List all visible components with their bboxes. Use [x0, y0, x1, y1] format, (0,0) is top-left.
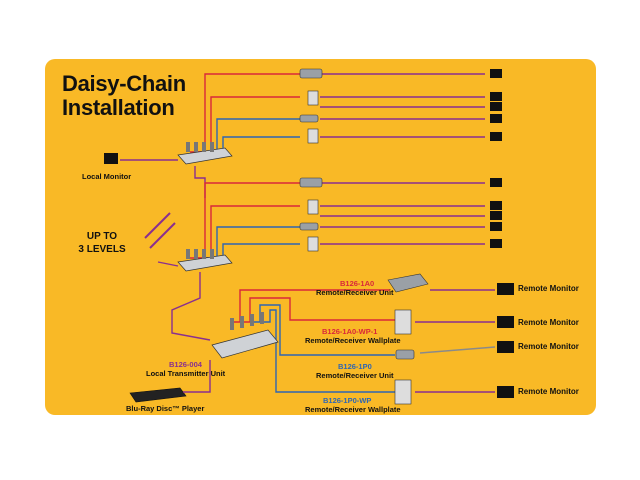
title-line-2: Installation [62, 95, 175, 120]
level-1-devices [299, 68, 323, 144]
receiver-1-model: B126-1A0 [340, 279, 375, 288]
title-line-1: Daisy-Chain [62, 71, 186, 96]
level-2-hub [177, 249, 233, 272]
transmitter-model: B126-004 [169, 360, 202, 369]
receiver-1-name: Remote/Receiver Unit [316, 288, 394, 297]
receiver-3-model: B126-1P0 [338, 362, 372, 371]
remote-devices [387, 273, 429, 405]
level-2-devices [299, 177, 323, 252]
transmitter-unit [211, 312, 279, 359]
receiver-4-name: Remote/Receiver Wallplate [305, 405, 401, 414]
level-2-cables [190, 182, 485, 259]
receiver-2-name: Remote/Receiver Wallplate [305, 336, 401, 345]
level-2-monitors [490, 178, 502, 248]
local-monitor-label: Local Monitor [82, 172, 132, 181]
receiver-4-model: B126-1P0-WP [323, 396, 372, 405]
levels-break-mark [144, 212, 176, 249]
level-1-hub [177, 142, 233, 165]
levels-label: UP TO 3 LEVELS [72, 230, 132, 256]
player-label: Blu-Ray Disc™ Player [126, 404, 205, 413]
remote-monitors [497, 283, 514, 398]
level-3-cables [232, 289, 496, 393]
receiver-2-model: B126-1A0-WP-1 [322, 327, 378, 336]
transmitter-name: Local Transmitter Unit [146, 369, 226, 378]
blu-ray-player [129, 360, 211, 403]
level-1-cables [190, 73, 485, 153]
remote-monitor-2-label: Remote Monitor [518, 318, 579, 327]
local-monitor-group [104, 153, 178, 164]
level-1-monitors [490, 69, 502, 141]
levels-line-1: UP TO [86, 231, 118, 242]
remote-monitor-4-label: Remote Monitor [518, 387, 579, 396]
levels-line-2: 3 LEVELS [78, 244, 126, 255]
receiver-3-name: Remote/Receiver Unit [316, 371, 394, 380]
remote-monitor-1-label: Remote Monitor [518, 284, 579, 293]
remote-monitor-3-label: Remote Monitor [518, 342, 579, 351]
